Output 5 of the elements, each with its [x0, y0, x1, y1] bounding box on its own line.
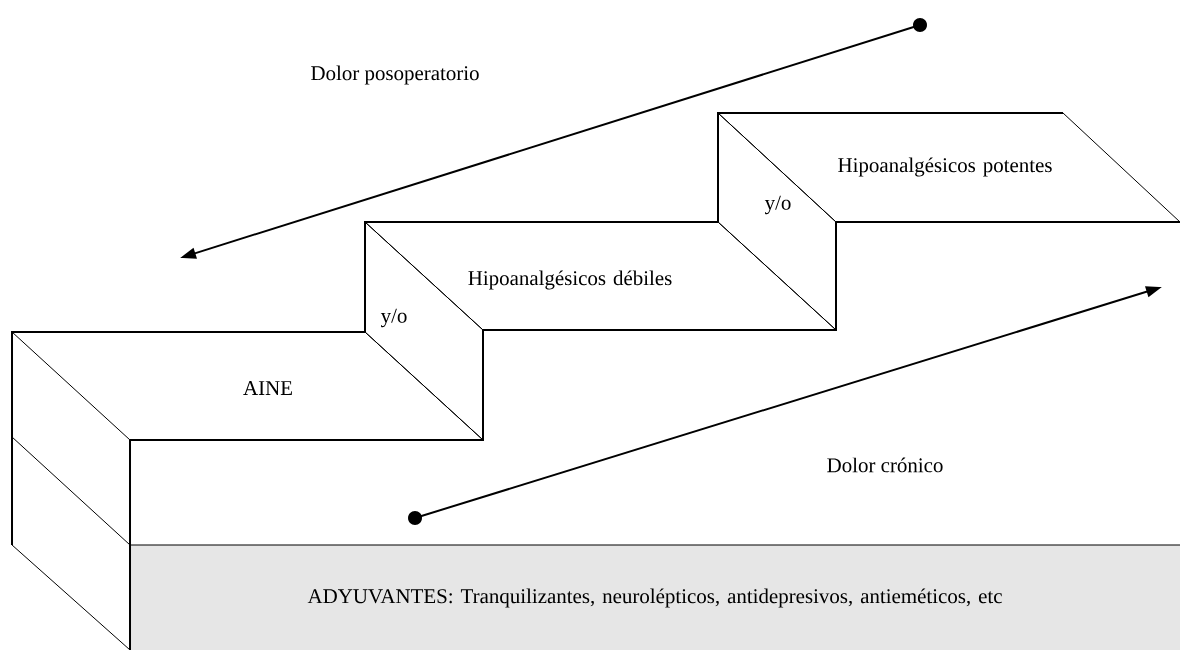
axis-label: Dolor crónico: [827, 457, 943, 473]
axis-label: Dolor posoperatorio: [311, 65, 479, 85]
adjuvant-band: ADYUVANTES: Tranquilizantes, neurolépticos, antidepresivos, antieméticos, etc: [129, 544, 1180, 650]
step-top-face: AINE: [11, 331, 484, 441]
step-riser-face: y/o: [717, 112, 837, 331]
